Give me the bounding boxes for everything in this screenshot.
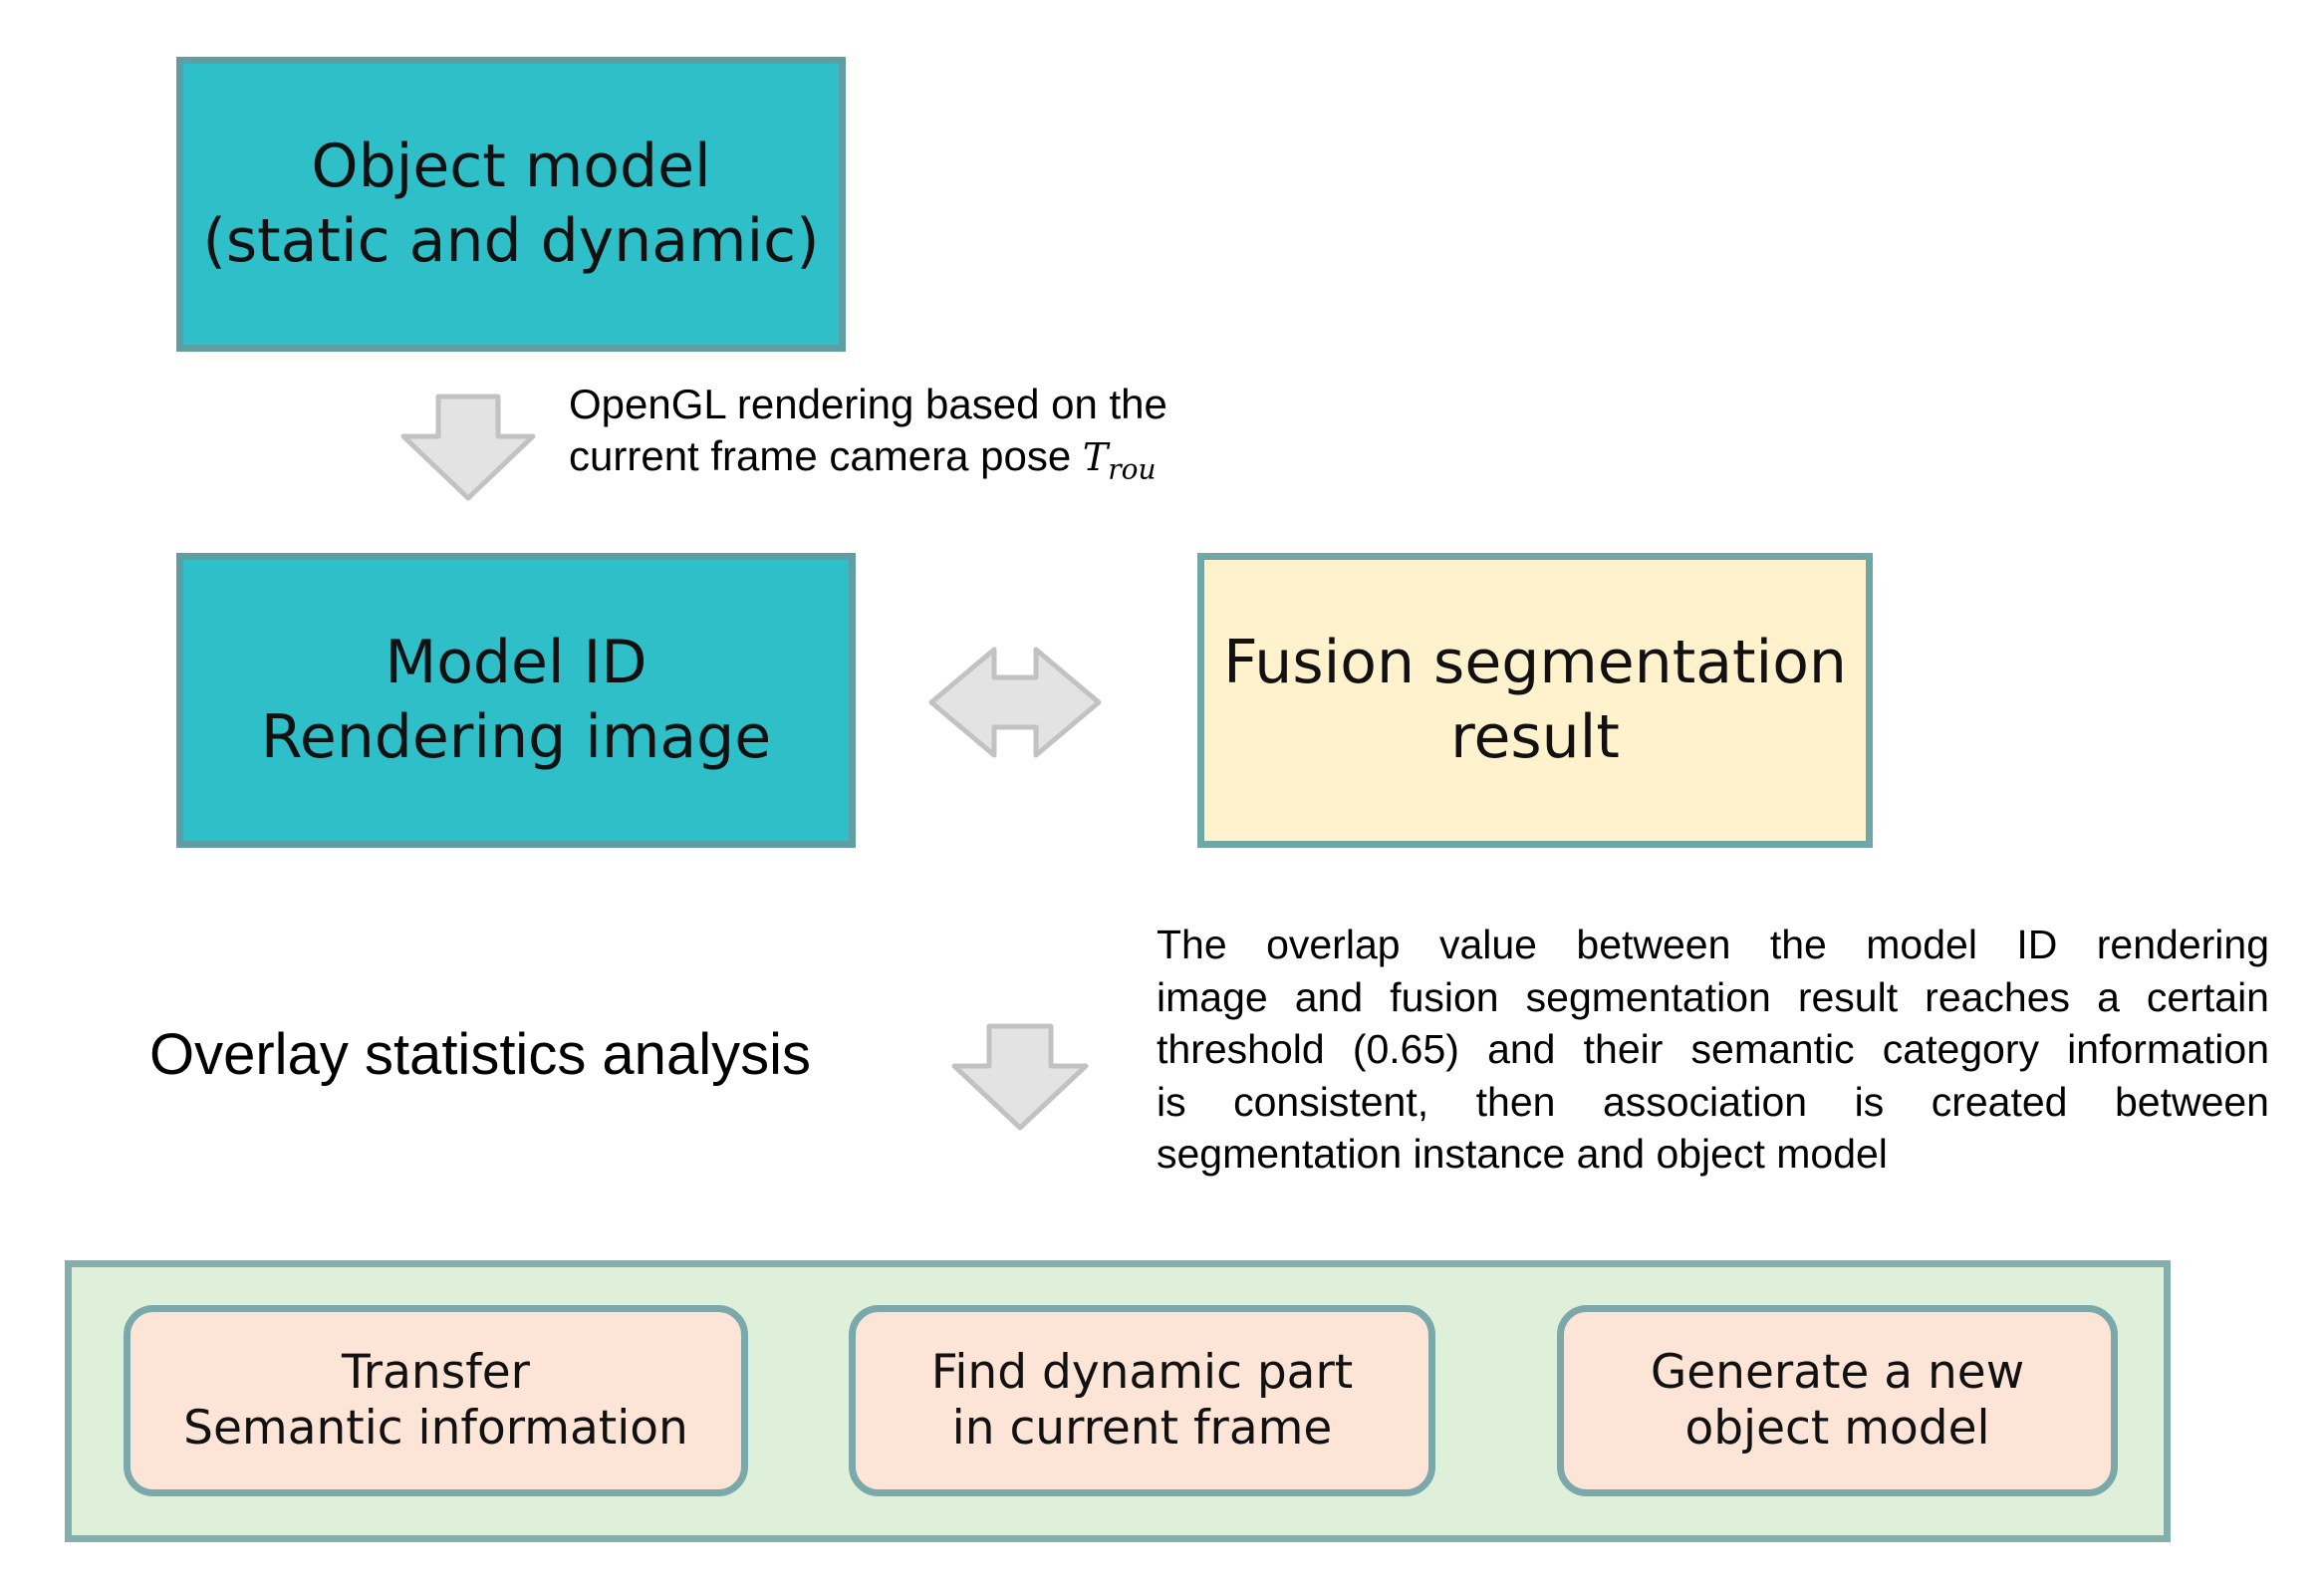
overlap-note-line-2: image and fusion segmentation result rea… — [1157, 973, 2269, 1020]
outcome-2-line-2: in current frame — [951, 1401, 1333, 1456]
overlap-note-line-3: threshold (0.65) and their semantic cate… — [1157, 1026, 2269, 1072]
camera-pose-symbol-subscript: rou — [1108, 452, 1157, 486]
outcome-find-dynamic-part: Find dynamic part in current frame — [849, 1305, 1435, 1496]
opengl-note-line-2: current frame camera pose Trou — [569, 430, 1326, 496]
opengl-note-line-1: OpenGL rendering based on the — [569, 381, 1167, 427]
outcome-1-line-1: Transfer — [342, 1344, 530, 1400]
model-id-subtitle: Rendering image — [260, 702, 772, 772]
camera-pose-symbol: Trou — [1082, 435, 1157, 486]
fusion-title: Fusion segmentation — [1223, 628, 1847, 697]
outcome-3-line-2: object model — [1684, 1401, 1990, 1456]
object-model-title: Object model — [311, 132, 711, 201]
down-arrow-icon — [400, 394, 536, 501]
overlay-statistics-label: Overlay statistics analysis — [149, 1022, 811, 1087]
outcome-generate-new-model: Generate a new object model — [1557, 1305, 2118, 1496]
opengl-rendering-note: OpenGL rendering based on the current fr… — [569, 379, 1326, 496]
fusion-subtitle: result — [1450, 702, 1620, 772]
overlap-note-line-4: is consistent, then association is creat… — [1157, 1078, 2269, 1125]
outcome-transfer-semantic: Transfer Semantic information — [124, 1305, 748, 1496]
overlap-threshold-note: The overlap value between the model ID r… — [1157, 919, 2269, 1181]
outcome-3-line-1: Generate a new — [1650, 1344, 2025, 1400]
down-arrow-icon — [951, 1023, 1089, 1131]
object-model-box: Object model (static and dynamic) — [176, 57, 846, 352]
overlap-note-line-1: The overlap value between the model ID r… — [1157, 922, 2269, 967]
outcome-2-line-1: Find dynamic part — [930, 1344, 1354, 1400]
outcome-1-line-2: Semantic information — [183, 1401, 688, 1456]
double-arrow-icon — [928, 647, 1102, 758]
fusion-segmentation-box: Fusion segmentation result — [1197, 553, 1873, 848]
overlap-note-line-5: segmentation instance and object model — [1157, 1131, 1888, 1177]
model-id-title: Model ID — [385, 628, 647, 697]
object-model-subtitle: (static and dynamic) — [202, 206, 820, 276]
opengl-note-line-2-text: current frame camera pose — [569, 432, 1072, 479]
model-id-rendering-box: Model ID Rendering image — [176, 553, 856, 848]
camera-pose-symbol-base: T — [1082, 435, 1109, 479]
